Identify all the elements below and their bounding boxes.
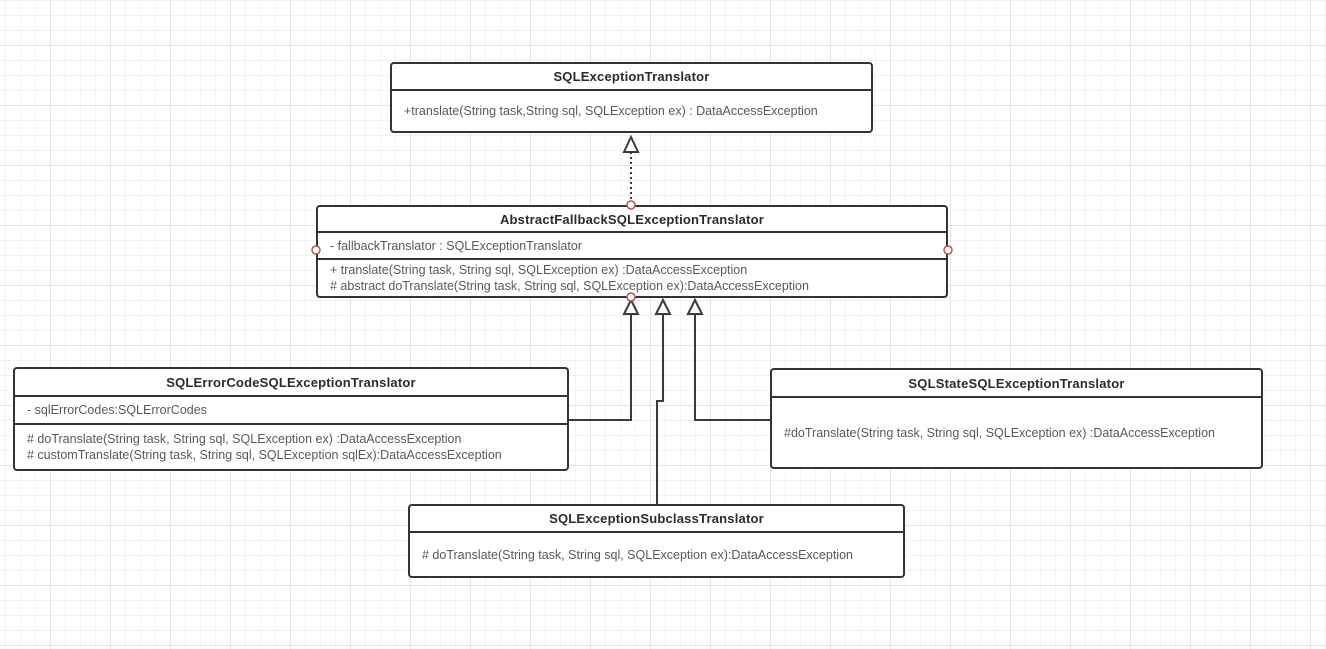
hollow-triangle-arrowhead <box>654 297 672 315</box>
class-title: SQLExceptionTranslator <box>392 64 871 91</box>
generalization-connector-sqlexceptionsubclass[interactable] <box>654 297 672 505</box>
class-methods: # doTranslate(String task, String sql, S… <box>410 533 903 576</box>
class-title: SQLExceptionSubclassTranslator <box>410 506 903 533</box>
method-line: # doTranslate(String task, String sql, S… <box>27 432 462 446</box>
hollow-triangle-arrowhead <box>686 297 704 315</box>
method-line: + translate(String task, String sql, SQL… <box>330 263 748 277</box>
method-line: +translate(String task,String sql, SQLEx… <box>404 104 818 118</box>
class-box-sqlexceptiontranslator[interactable]: SQLExceptionTranslator +translate(String… <box>390 62 873 133</box>
method-line: # customTranslate(String task, String sq… <box>27 448 502 462</box>
class-title: AbstractFallbackSQLExceptionTranslator <box>318 207 946 233</box>
generalization-connector-sqlstate[interactable] <box>686 297 770 421</box>
class-box-sqlerrorcodesqlexceptiontranslator[interactable]: SQLErrorCodeSQLExceptionTranslator - sql… <box>13 367 569 471</box>
class-methods: +translate(String task,String sql, SQLEx… <box>392 91 871 131</box>
generalization-connector-sqlerrorcode[interactable] <box>569 297 640 421</box>
realization-connector[interactable] <box>622 134 640 204</box>
method-line: # doTranslate(String task, String sql, S… <box>422 547 853 562</box>
class-title: SQLErrorCodeSQLExceptionTranslator <box>15 369 567 397</box>
class-methods: #doTranslate(String task, String sql, SQ… <box>772 398 1261 467</box>
hollow-triangle-arrowhead <box>622 297 640 315</box>
class-methods: # doTranslate(String task, String sql, S… <box>15 425 567 469</box>
class-box-abstractfallbacksqlexceptiontranslator[interactable]: AbstractFallbackSQLExceptionTranslator -… <box>316 205 948 298</box>
class-fields: - sqlErrorCodes:SQLErrorCodes <box>15 397 567 425</box>
class-fields: - fallbackTranslator : SQLExceptionTrans… <box>318 233 946 260</box>
class-box-sqlexceptionsubclasstranslator[interactable]: SQLExceptionSubclassTranslator # doTrans… <box>408 504 905 578</box>
class-box-sqlstatesqlexceptiontranslator[interactable]: SQLStateSQLExceptionTranslator #doTransl… <box>770 368 1263 469</box>
field-line: - sqlErrorCodes:SQLErrorCodes <box>27 403 207 417</box>
method-line: # abstract doTranslate(String task, Stri… <box>330 279 809 293</box>
hollow-triangle-arrowhead <box>622 134 640 153</box>
method-line: #doTranslate(String task, String sql, SQ… <box>784 425 1215 440</box>
class-methods: + translate(String task, String sql, SQL… <box>318 260 946 296</box>
class-title: SQLStateSQLExceptionTranslator <box>772 370 1261 398</box>
field-line: - fallbackTranslator : SQLExceptionTrans… <box>330 238 582 253</box>
